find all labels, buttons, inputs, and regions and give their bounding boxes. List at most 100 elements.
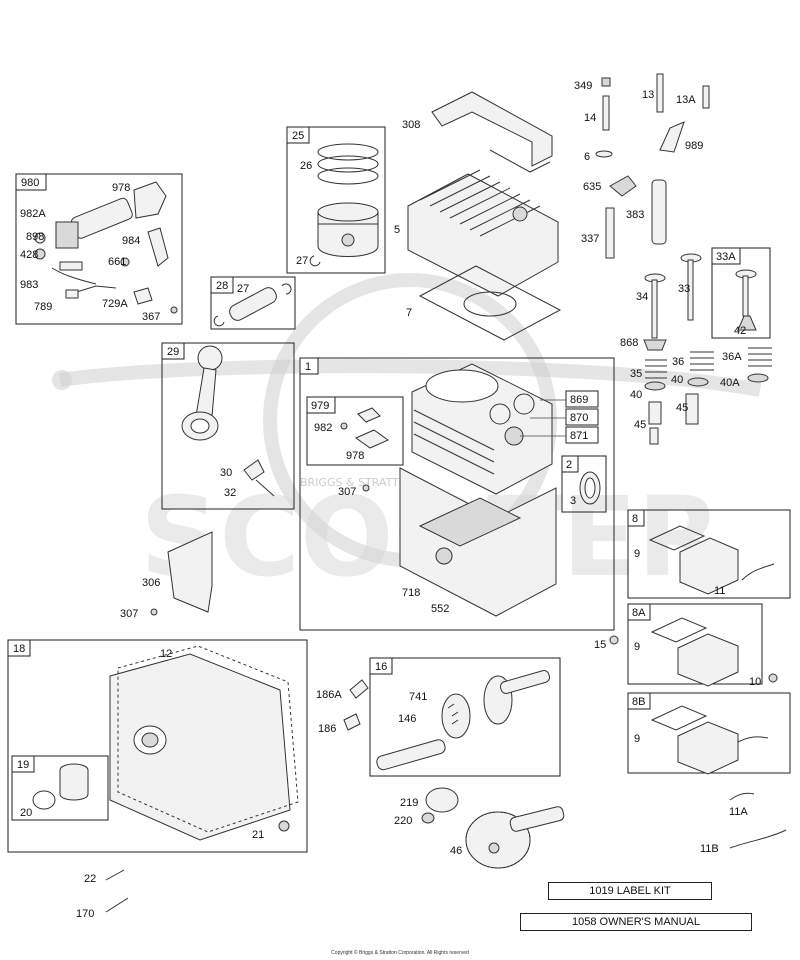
label-11: 11	[714, 585, 725, 597]
group-1-box: 1	[299, 357, 615, 631]
label-978: 978	[346, 450, 364, 462]
label-14: 14	[584, 112, 596, 124]
label-46: 46	[450, 845, 462, 857]
label-6: 6	[584, 151, 590, 163]
cylinder-shield	[150, 531, 213, 616]
owners-manual-box: 1058 OWNER'S MANUAL	[520, 913, 752, 931]
label-989: 989	[685, 140, 703, 152]
cylinder-head	[407, 169, 559, 297]
label-27-piston: 27	[296, 255, 308, 267]
group-2-label: 2	[566, 459, 572, 471]
label-869: 869	[570, 394, 588, 406]
label-27-pin: 27	[237, 283, 249, 295]
group-28-box: 28	[210, 276, 296, 330]
label-170: 170	[76, 908, 94, 920]
group-25-label: 25	[292, 130, 304, 142]
group-979-box: 979	[306, 396, 404, 466]
group-16-label: 16	[375, 661, 387, 673]
group-8A-box: 8A	[627, 603, 763, 687]
label-30: 30	[220, 467, 232, 479]
label-11A: 11A	[729, 806, 748, 818]
label-349: 349	[574, 80, 592, 92]
label-741: 741	[409, 691, 427, 703]
group-29-box: 29	[161, 342, 295, 510]
label-13: 13	[642, 89, 654, 101]
label-729A: 729A	[102, 298, 128, 310]
group-8B-box: 8B	[627, 692, 791, 775]
label-984: 984	[122, 235, 140, 247]
label-45-lower: 45	[634, 419, 646, 431]
label-870: 870	[570, 412, 588, 424]
label-21: 21	[252, 829, 264, 841]
label-9-group8: 9	[634, 548, 640, 560]
group-8-label: 8	[632, 513, 638, 525]
group-29-label: 29	[167, 346, 179, 358]
group-869-tag: 869	[565, 390, 599, 408]
label-20: 20	[20, 807, 32, 819]
head-shield	[431, 91, 553, 173]
valve-train-small-parts	[595, 73, 710, 259]
head-gasket	[418, 265, 562, 341]
label-32: 32	[224, 487, 236, 499]
label-186A: 186A	[316, 689, 342, 701]
label-635: 635	[583, 181, 601, 193]
label-982A: 982A	[20, 208, 46, 220]
label-34: 34	[636, 291, 648, 303]
label-868: 868	[620, 337, 638, 349]
label-308: 308	[402, 119, 420, 131]
label-9-group8A: 9	[634, 641, 640, 653]
cylinder-block	[399, 363, 557, 617]
label-428: 428	[20, 249, 38, 261]
label-9-group8B: 9	[634, 733, 640, 745]
valves-and-springs: 33A	[643, 247, 772, 445]
label-35: 35	[630, 368, 642, 380]
label-219: 219	[400, 797, 418, 809]
group-8-box: 8	[627, 509, 791, 599]
label-220: 220	[394, 815, 412, 827]
group-1-label: 1	[305, 361, 311, 373]
fuel-solenoid-assembly	[34, 181, 178, 314]
label-186: 186	[318, 723, 336, 735]
label-383: 383	[626, 209, 644, 221]
group-16-box: 16	[369, 657, 561, 777]
label-36A: 36A	[722, 351, 742, 363]
group-870-tag: 870	[565, 408, 599, 426]
label-307-block: 307	[338, 486, 356, 498]
group-871-tag: 871	[565, 426, 599, 444]
group-25-box: 25	[286, 126, 386, 274]
label-978-top: 978	[112, 182, 130, 194]
crankcase-cover	[109, 645, 299, 841]
label-42: 42	[734, 325, 746, 337]
mounting-bolts	[105, 869, 129, 913]
label-306: 306	[142, 577, 160, 589]
group-980-box: 980	[15, 173, 183, 325]
breather-tube-11A	[729, 792, 755, 801]
group-19-label: 19	[17, 759, 29, 771]
watermark-subtext: BRIGGS & STRATTON	[300, 476, 416, 489]
label-kit-box: 1019 LABEL KIT	[548, 882, 712, 900]
connecting-rod	[181, 345, 275, 497]
group-2-box: 2	[561, 455, 607, 513]
label-40-left: 40	[630, 389, 642, 401]
oil-fittings	[343, 679, 369, 731]
label-26: 26	[300, 160, 312, 172]
label-367: 367	[142, 311, 160, 323]
camshaft-and-governor	[421, 787, 565, 869]
label-789: 789	[34, 301, 52, 313]
label-15: 15	[594, 639, 606, 651]
label-12: 12	[160, 648, 172, 660]
piston-pin	[213, 283, 292, 327]
label-22: 22	[84, 873, 96, 885]
label-982: 982	[314, 422, 332, 434]
label-10: 10	[749, 676, 761, 688]
label-45-upper: 45	[676, 402, 688, 414]
label-36: 36	[672, 356, 684, 368]
label-871: 871	[570, 430, 588, 442]
label-898: 898	[26, 231, 44, 243]
piston-rings-and-piston	[309, 143, 379, 267]
group-33A-label: 33A	[716, 251, 736, 263]
copyright-notice: Copyright © Briggs & Stratton Corporatio…	[331, 950, 469, 956]
breather-tube-11B	[729, 829, 787, 849]
label-5: 5	[394, 224, 400, 236]
